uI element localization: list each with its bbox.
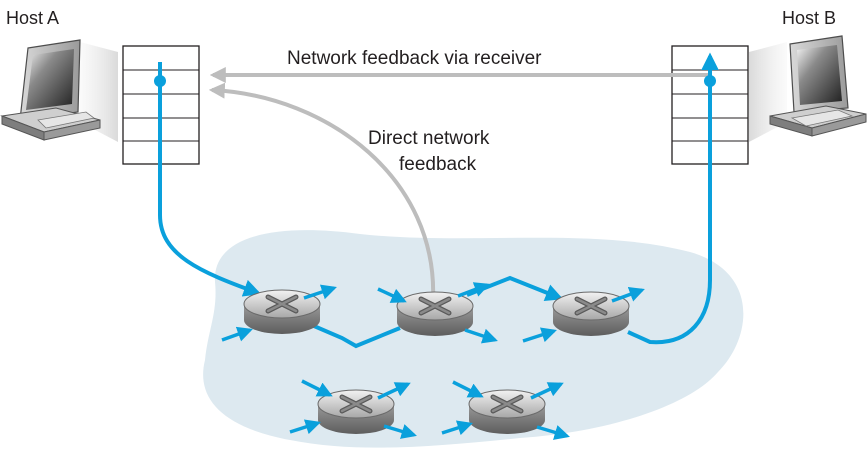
receiver-queue-marker	[704, 75, 716, 87]
router-1-to-2-flow	[299, 318, 401, 349]
host-b-computer-icon	[749, 35, 867, 142]
receiver-flow-line	[627, 52, 719, 345]
direct-feedback-label-line2: feedback	[399, 154, 477, 175]
direct-feedback-arrow	[208, 82, 436, 301]
direct-feedback-label-line1: Direct network	[368, 128, 490, 149]
host-a-computer-icon	[0, 39, 118, 142]
sender-flow-line	[158, 62, 262, 297]
traffic-arrows	[221, 282, 645, 440]
host-b-label: Host B	[782, 8, 837, 28]
router-icon	[397, 292, 473, 336]
host-a-label: Host A	[6, 8, 60, 28]
sender-queue-marker	[154, 75, 166, 87]
receiver-feedback-label: Network feedback via receiver	[287, 48, 542, 69]
